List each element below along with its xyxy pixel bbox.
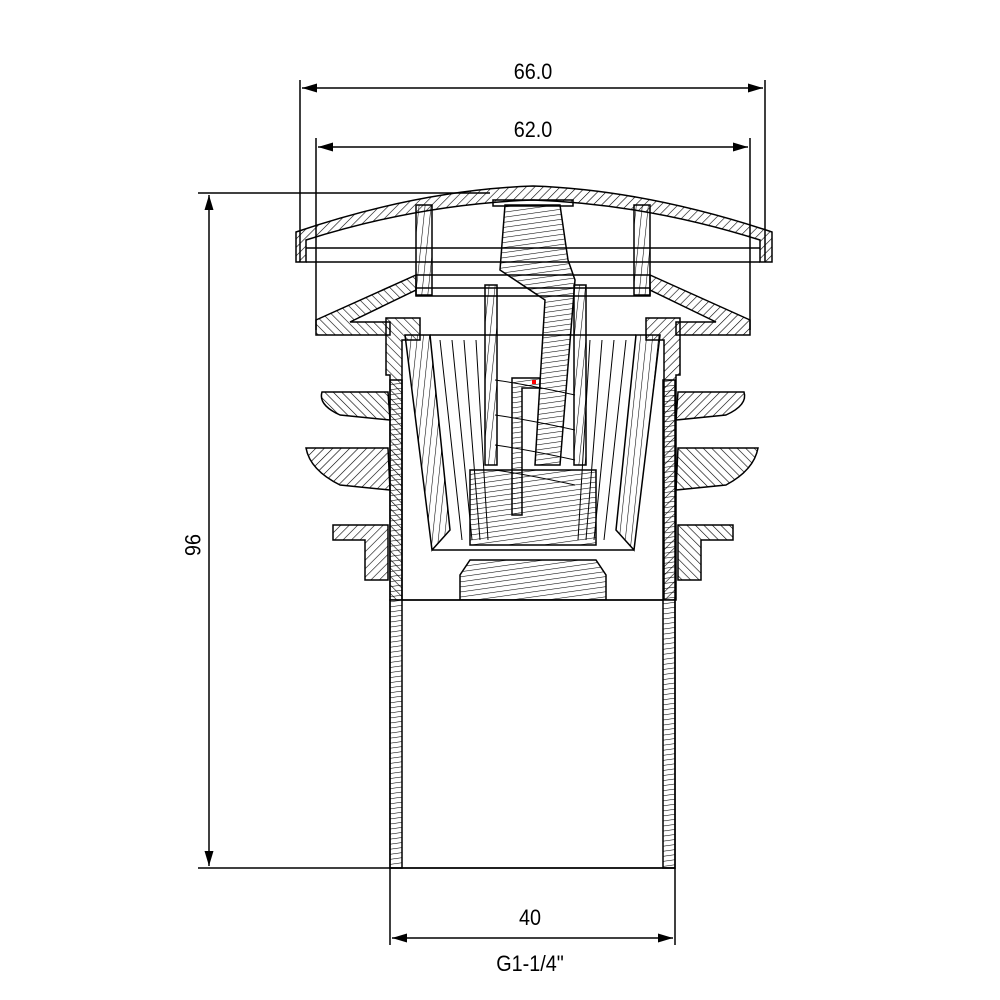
dimension-66-label: 66.0 [513,59,553,84]
stem-mechanism [484,204,587,516]
flange [315,273,751,336]
threaded-tube [389,379,676,869]
inner-nut [459,559,607,601]
dimension-40-label: 40 [518,905,542,930]
sealing-fins [305,391,759,581]
dimension-40 [389,868,676,945]
dimension-96-label: 96 [180,533,205,557]
dimension-62-label: 62.0 [513,117,553,142]
strainer-basket [404,334,661,552]
dimension-96 [198,192,490,869]
thread-spec-label: G1-1/4" [496,951,564,976]
